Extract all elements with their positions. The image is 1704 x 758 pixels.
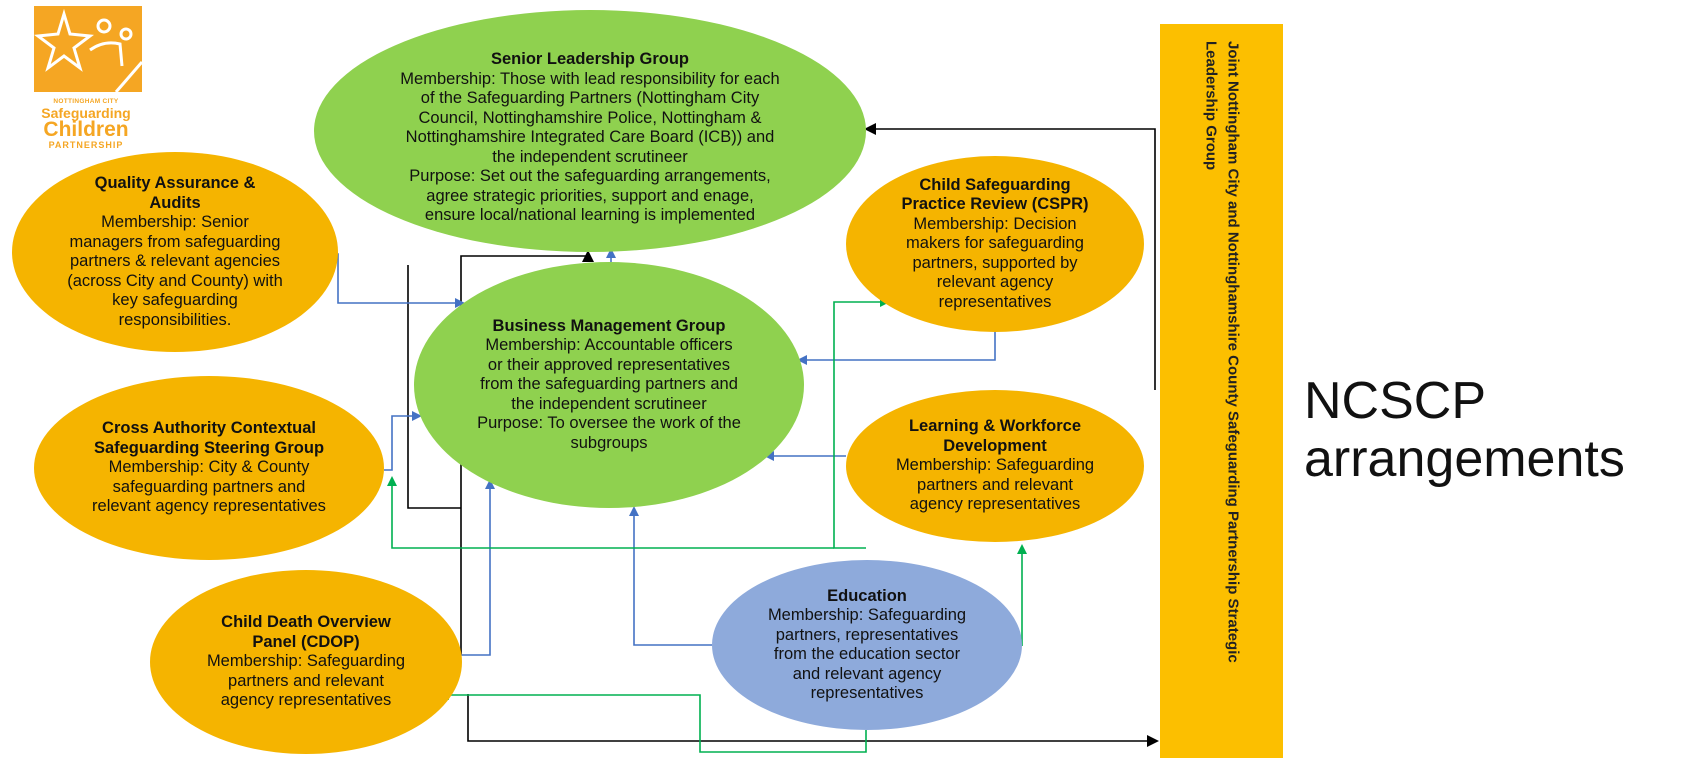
logo: NOTTINGHAM CITY Safeguarding Children PA… [30, 6, 144, 150]
connector-cac-black [407, 265, 461, 509]
node-line: responsibilities. [118, 310, 232, 329]
node-line: of the Safeguarding Partners (Nottingham… [420, 89, 760, 108]
node-line: agency representatives [909, 495, 1081, 514]
strategic-leadership-group-label: Joint Nottingham City and Nottinghamshir… [1202, 41, 1242, 663]
node-line: Membership: Those with lead responsibili… [400, 69, 780, 88]
node-line: partners and relevant [917, 475, 1073, 494]
node-line: ensure local/national learning is implem… [424, 206, 756, 225]
node-line: managers from safeguarding [69, 232, 281, 251]
child-safeguarding-practice-review-node: Child Safeguarding Practice Review (CSPR… [846, 156, 1144, 332]
connector-cac-to-bmg [384, 411, 422, 471]
node-line: relevant agency [936, 273, 1054, 292]
quality-assurance-audits-node: Quality Assurance & Audits Membership: S… [12, 152, 338, 352]
connector-edu-to-bmg [629, 506, 712, 646]
node-title: Education [827, 586, 907, 605]
node-line: and relevant agency [792, 664, 942, 683]
connector-cdop-to-bmg [461, 479, 495, 656]
node-line: agency representatives [220, 691, 392, 710]
child-death-overview-panel-node: Child Death Overview Panel (CDOP) Member… [150, 570, 462, 754]
node-line: partners & relevant agencies [69, 252, 281, 270]
node-line: representatives [938, 292, 1052, 311]
connector-sidebar-to-slg [864, 123, 1156, 390]
node-line: Council, Nottinghamshire Police, Notting… [418, 108, 762, 127]
node-line: the independent scrutineer [511, 394, 707, 413]
page-heading-line-2: arrangements [1304, 430, 1625, 488]
node-title: Panel (CDOP) [252, 632, 360, 651]
node-line: Nottinghamshire Integrated Care Board (I… [405, 128, 775, 147]
strategic-leadership-group-bar [1160, 24, 1283, 758]
page-heading-line-1: NCSCP [1304, 372, 1487, 430]
node-line: safeguarding partners and [112, 477, 306, 496]
connector-edu-to-cac [387, 476, 834, 549]
connector-edu-to-cspr [833, 297, 890, 549]
cross-authority-contextual-safeguarding-node: Cross Authority Contextual Safeguarding … [34, 376, 384, 560]
page-heading: NCSCP arrangements [1304, 372, 1625, 488]
node-line: Membership: Senior [101, 213, 249, 231]
node-line: Membership: Safeguarding [767, 606, 967, 624]
node-line: Membership: Accountable officers [485, 336, 733, 355]
node-line: Purpose: To oversee the work of the [477, 414, 741, 433]
node-title: Safeguarding Steering Group [93, 438, 325, 457]
logo-line-1: NOTTINGHAM CITY [53, 98, 119, 105]
connector-cspr-to-bmg [797, 332, 996, 365]
node-title: Learning & Workforce [908, 417, 1082, 436]
senior-leadership-group-node: Senior Leadership Group Membership: Thos… [314, 10, 866, 252]
star-child-logo-icon [34, 6, 144, 93]
learning-workforce-development-node: Learning & Workforce Development Members… [846, 390, 1144, 542]
node-title: Senior Leadership Group [490, 50, 690, 69]
node-line: the independent scrutineer [492, 147, 688, 166]
logo-line-4: PARTNERSHIP [48, 140, 124, 150]
node-line: or their approved representatives [487, 355, 731, 374]
node-title: Child Death Overview [221, 613, 391, 632]
connector-bottom-to-sidebar [467, 694, 1159, 747]
business-management-group-node: Business Management Group Membership: Ac… [414, 262, 804, 508]
node-line: subgroups [570, 433, 648, 452]
node-title: Business Management Group [492, 316, 726, 335]
strategic-leadership-group-label-wrap: Joint Nottingham City and Nottinghamshir… [1160, 24, 1283, 758]
node-line: Membership: Safeguarding [895, 456, 1095, 475]
logo-line-3: Children [43, 118, 129, 141]
node-line: partners, supported by [912, 253, 1078, 272]
node-title: Quality Assurance & [94, 174, 256, 192]
node-title: Development [943, 436, 1047, 455]
node-line: key safeguarding [112, 291, 238, 309]
node-line: representatives [810, 684, 924, 702]
node-line: Membership: City & County [108, 458, 310, 477]
node-line: relevant agency representatives [92, 497, 326, 516]
node-line: (across City and County) with [67, 271, 283, 290]
node-line: partners, representatives [775, 625, 959, 644]
node-line: partners and relevant [228, 671, 384, 690]
node-title: Practice Review (CSPR) [901, 195, 1089, 214]
node-line: Purpose: Set out the safeguarding arrang… [409, 167, 771, 186]
node-title: Cross Authority Contextual [102, 419, 316, 438]
node-line: from the education sector [773, 645, 961, 663]
connector-edu-to-cdop [439, 690, 867, 753]
node-line: Membership: Safeguarding [206, 652, 406, 671]
node-line: makers for safeguarding [906, 234, 1084, 253]
logo-line-2: Safeguarding [41, 105, 131, 121]
node-line: agree strategic priorities, support and … [426, 186, 754, 205]
connector-qaa-to-bmg [334, 253, 465, 308]
node-line: from the safeguarding partners and [480, 375, 738, 394]
education-node: Education Membership: Safeguarding partn… [712, 560, 1022, 730]
node-line: Membership: Decision [913, 214, 1077, 233]
node-title: Audits [149, 193, 201, 212]
node-title: Child Safeguarding [919, 175, 1071, 194]
